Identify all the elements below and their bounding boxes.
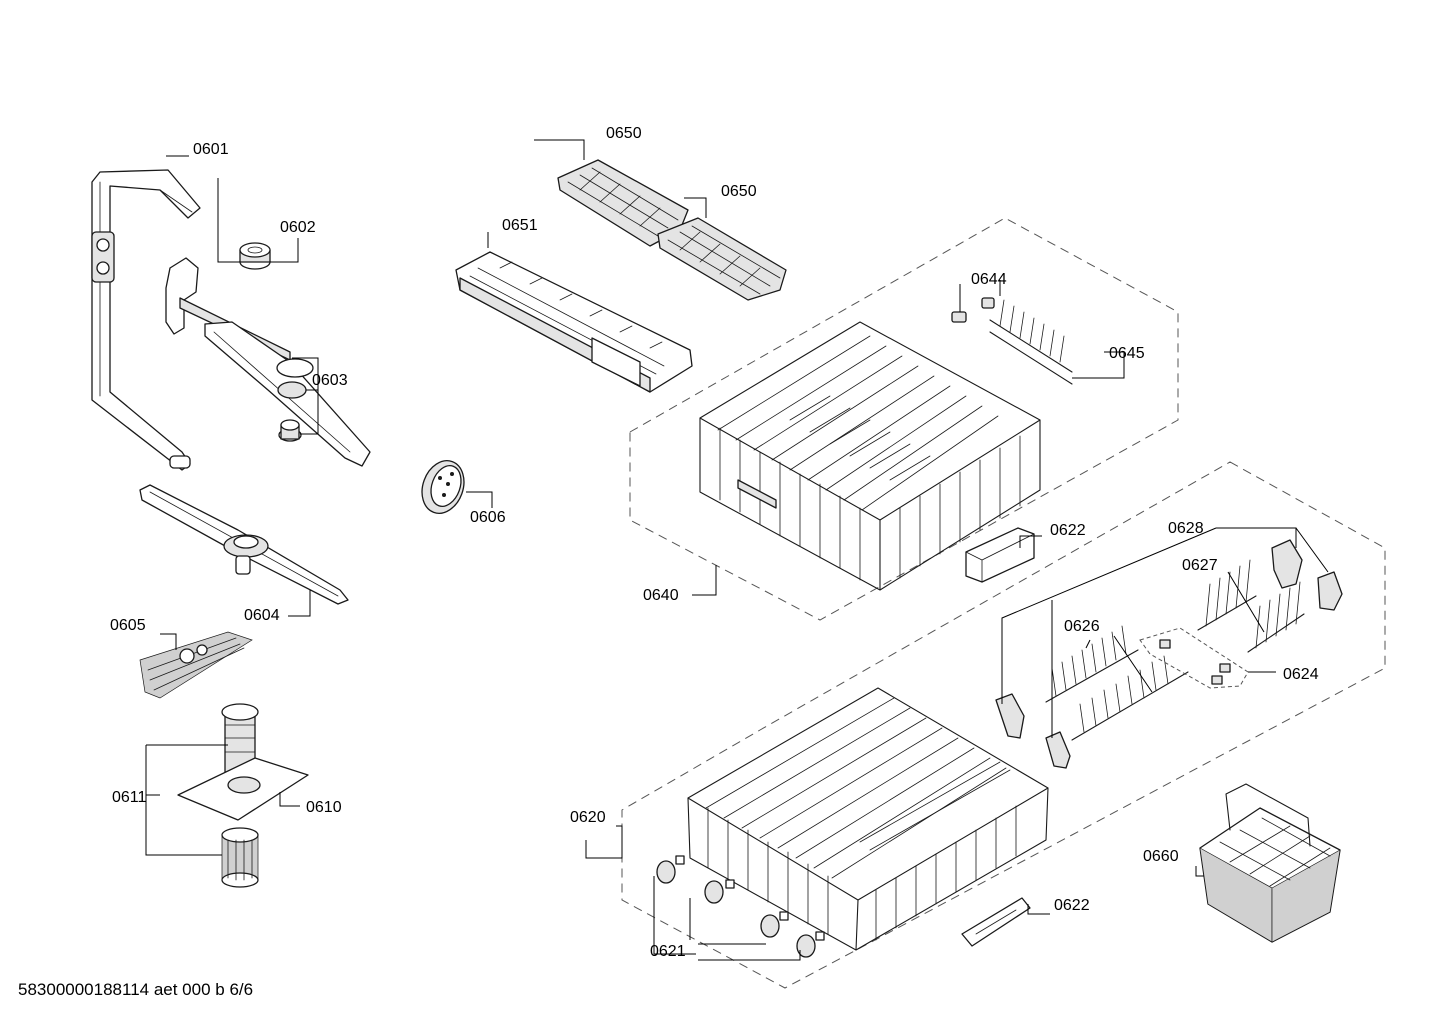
cup-rack-0650-lower [657, 217, 787, 301]
label-0644: 0644 [971, 271, 1007, 288]
tine-rack-0627 [1197, 559, 1305, 653]
gear-wheel-0606 [421, 460, 465, 514]
label-0645: 0645 [1109, 345, 1145, 362]
insert-0622-lower [961, 897, 1031, 947]
guide-rails [995, 693, 1071, 769]
upper-basket-assembly-outline [629, 217, 1179, 621]
label-0650-second: 0650 [721, 183, 757, 200]
lower-spray-arm-0604 [139, 484, 349, 605]
label-0601: 0601 [193, 141, 229, 158]
label-0651: 0651 [502, 217, 538, 234]
upper-spray-arm-0603 [165, 257, 371, 467]
label-0602: 0602 [280, 219, 316, 236]
label-0650-top: 0650 [606, 125, 642, 142]
cutlery-basket-0660 [1199, 783, 1341, 943]
tine-rack-0645 [989, 299, 1073, 385]
label-0622-lower: 0622 [1054, 897, 1090, 914]
label-0603: 0603 [312, 372, 348, 389]
insert-0622-upper [965, 527, 1035, 583]
label-0660: 0660 [1143, 848, 1179, 865]
document-id: 58300000188114 aet 000 b 6/6 [18, 980, 254, 999]
clip-0644 [951, 297, 995, 323]
fine-filter-0605 [139, 631, 253, 699]
label-0611: 0611 [112, 789, 147, 806]
label-0605: 0605 [110, 617, 146, 634]
handles-0628 [1271, 539, 1343, 611]
label-0622-upper: 0622 [1050, 522, 1086, 539]
upper-basket-0640 [699, 321, 1041, 591]
label-0627: 0627 [1182, 557, 1218, 574]
label-0604: 0604 [244, 607, 280, 624]
label-0628: 0628 [1168, 520, 1204, 537]
label-0626: 0626 [1064, 618, 1100, 635]
connector-0602 [239, 242, 271, 270]
filter-assembly-0610-0611 [177, 703, 309, 888]
label-0620: 0620 [570, 809, 606, 826]
cutlery-tray-0651 [455, 251, 693, 393]
leader-lines [145, 139, 1329, 961]
supply-pipe-0601 [91, 169, 201, 471]
clips-0624 [1139, 627, 1249, 689]
label-0624: 0624 [1283, 666, 1319, 683]
label-0606: 0606 [470, 509, 506, 526]
wheels-0621 [656, 855, 825, 958]
lower-basket-0620 [687, 687, 1049, 951]
label-0640: 0640 [643, 587, 679, 604]
tine-rack-0626 [1045, 625, 1189, 741]
label-0621: 0621 [650, 943, 686, 960]
label-0610: 0610 [306, 799, 342, 816]
